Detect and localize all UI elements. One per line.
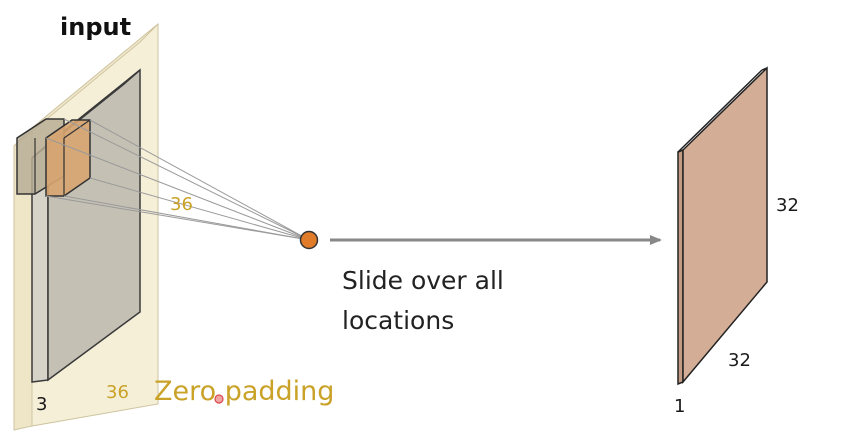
filter-box-front-top <box>45 119 73 139</box>
zero-padding-label: Zero padding <box>154 376 334 407</box>
slide-caption-line1: Slide over all <box>342 266 504 295</box>
output-height-label: 32 <box>776 195 799 216</box>
output-map-corner-edge <box>761 67 768 71</box>
output-depth-label: 1 <box>674 396 685 417</box>
padded-size-bottom-label: 36 <box>106 382 129 403</box>
cursor-dot <box>214 394 224 404</box>
input-depth-label: 3 <box>36 394 47 415</box>
output-map-top-edge <box>677 69 763 153</box>
padded-size-side-label: 36 <box>170 194 193 215</box>
slide-caption-line2: locations <box>342 306 454 335</box>
filter-box-front-top-inner <box>63 119 91 139</box>
output-width-label: 32 <box>728 350 751 371</box>
receptive-field-lines <box>45 118 310 241</box>
output-activation-map <box>677 66 768 386</box>
input-label: input <box>60 13 131 41</box>
neuron-dot <box>299 230 319 250</box>
output-map-front-face <box>682 66 768 385</box>
padded-input-volume <box>13 22 310 431</box>
filter-box-back-top <box>16 118 47 139</box>
